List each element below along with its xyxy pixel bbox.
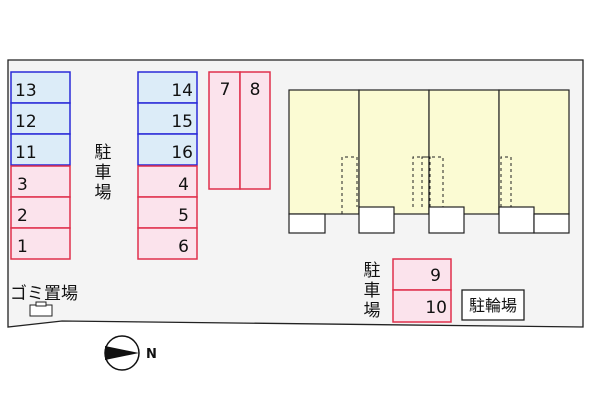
parking-space-box — [239, 71, 271, 190]
parking-space-box — [137, 227, 198, 260]
parking-space-5: 5 — [137, 196, 198, 229]
unit-partition-line — [421, 156, 444, 207]
parking-space-number: 6 — [178, 237, 189, 257]
parking-space-box — [392, 258, 452, 291]
parking-label-left: 駐 車 場 — [95, 143, 112, 203]
building — [288, 89, 570, 234]
north-compass: N — [104, 335, 157, 371]
parking-space-box — [208, 71, 241, 190]
parking-space-number: 7 — [220, 80, 231, 100]
parking-label-left-char-1: 駐 — [95, 143, 112, 163]
parking-space-number: 8 — [250, 80, 261, 100]
building-unit — [358, 89, 430, 215]
parking-space-box — [137, 71, 198, 104]
parking-label-right: 駐 車 場 — [364, 261, 381, 321]
parking-space-box — [137, 133, 198, 166]
parking-label-right-char-2: 車 — [364, 281, 381, 301]
parking-space-4: 4 — [137, 165, 198, 198]
parking-space-13: 13 — [10, 71, 71, 104]
parking-space-number: 11 — [15, 143, 37, 163]
parking-space-8: 8 — [239, 71, 271, 190]
parking-space-15: 15 — [137, 102, 198, 135]
parking-label-right-char-3: 場 — [364, 301, 381, 321]
bicycle-parking-label: 駐輪場 — [469, 296, 517, 315]
building-unit — [288, 89, 360, 215]
parking-space-number: 12 — [15, 112, 37, 132]
parking-space-10: 10 — [392, 289, 452, 323]
garbage-bin-lid-icon — [35, 301, 47, 307]
parking-space-number: 15 — [171, 112, 193, 132]
parking-space-box — [10, 133, 71, 166]
parking-space-number: 3 — [17, 175, 28, 195]
parking-space-number: 5 — [178, 206, 189, 226]
parking-space-box — [10, 165, 71, 198]
building-entrance — [288, 213, 326, 234]
building-entrance — [358, 206, 395, 234]
building-entrance — [533, 213, 570, 234]
parking-space-box — [10, 196, 71, 229]
parking-space-number: 14 — [171, 81, 193, 101]
parking-space-11: 11 — [10, 133, 71, 166]
building-entrance — [428, 206, 465, 234]
garbage-bin-icon — [29, 304, 53, 317]
parking-label-left-char-2: 車 — [95, 163, 112, 183]
parking-space-number: 9 — [430, 266, 441, 286]
parking-space-number: 13 — [15, 81, 37, 101]
parking-space-number: 4 — [178, 175, 189, 195]
parking-space-number: 1 — [17, 237, 28, 257]
building-unit — [428, 89, 500, 215]
garbage-label: ゴミ置場 — [10, 283, 78, 304]
parking-space-7: 7 — [208, 71, 241, 190]
parking-space-2: 2 — [10, 196, 71, 229]
parking-label-right-char-1: 駐 — [364, 261, 381, 281]
parking-space-number: 16 — [171, 143, 193, 163]
unit-partition-line — [412, 156, 431, 207]
building-unit — [498, 89, 570, 215]
unit-partition-line — [341, 156, 358, 214]
building-entrance — [498, 206, 535, 234]
parking-space-box — [392, 289, 452, 323]
parking-space-14: 14 — [137, 71, 198, 104]
bicycle-parking-box — [461, 289, 525, 321]
parking-space-box — [10, 227, 71, 260]
compass-north-label: N — [146, 347, 157, 362]
parking-space-3: 3 — [10, 165, 71, 198]
parking-space-6: 6 — [137, 227, 198, 260]
unit-partition-line — [500, 156, 512, 207]
parking-space-1: 1 — [10, 227, 71, 260]
parking-space-9: 9 — [392, 258, 452, 291]
parking-space-number: 10 — [425, 298, 447, 318]
parking-space-box — [137, 102, 198, 135]
parking-space-box — [10, 102, 71, 135]
compass-arrow-icon — [105, 346, 139, 360]
parking-space-box — [137, 196, 198, 229]
parking-label-left-char-3: 場 — [95, 183, 112, 203]
parking-space-number: 2 — [17, 206, 28, 226]
parking-space-12: 12 — [10, 102, 71, 135]
parking-space-16: 16 — [137, 133, 198, 166]
